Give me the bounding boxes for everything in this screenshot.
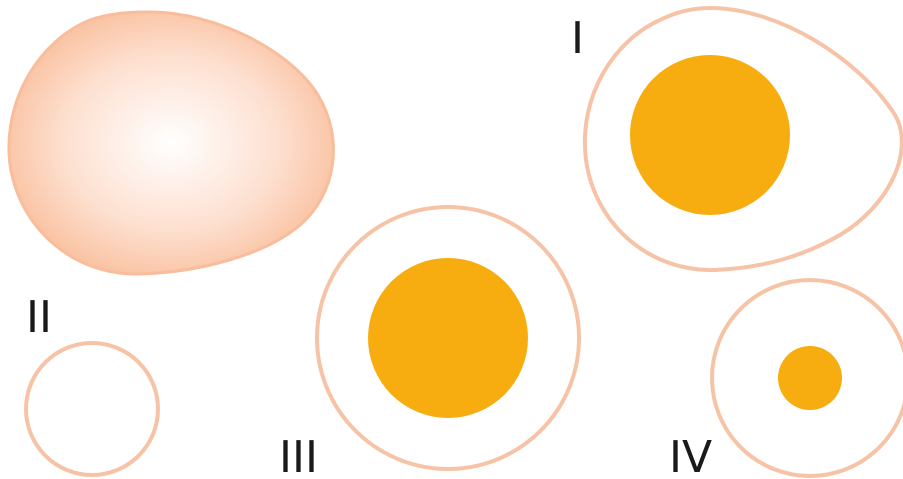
cell-I: I <box>571 8 902 270</box>
label-II: II <box>26 292 52 343</box>
cell-III: III <box>279 207 579 479</box>
label-III: III <box>279 432 318 479</box>
cell-II: II <box>26 292 158 475</box>
whole-cell-body <box>9 12 333 274</box>
cell-III-yolk <box>368 258 528 418</box>
cell-IV-yolk <box>778 346 842 410</box>
label-IV: IV <box>669 432 712 479</box>
whole-cell <box>9 12 333 274</box>
cell-II-membrane <box>26 343 158 475</box>
label-I: I <box>571 13 584 64</box>
cell-IV: IV <box>669 280 903 479</box>
cell-I-yolk <box>630 55 790 215</box>
